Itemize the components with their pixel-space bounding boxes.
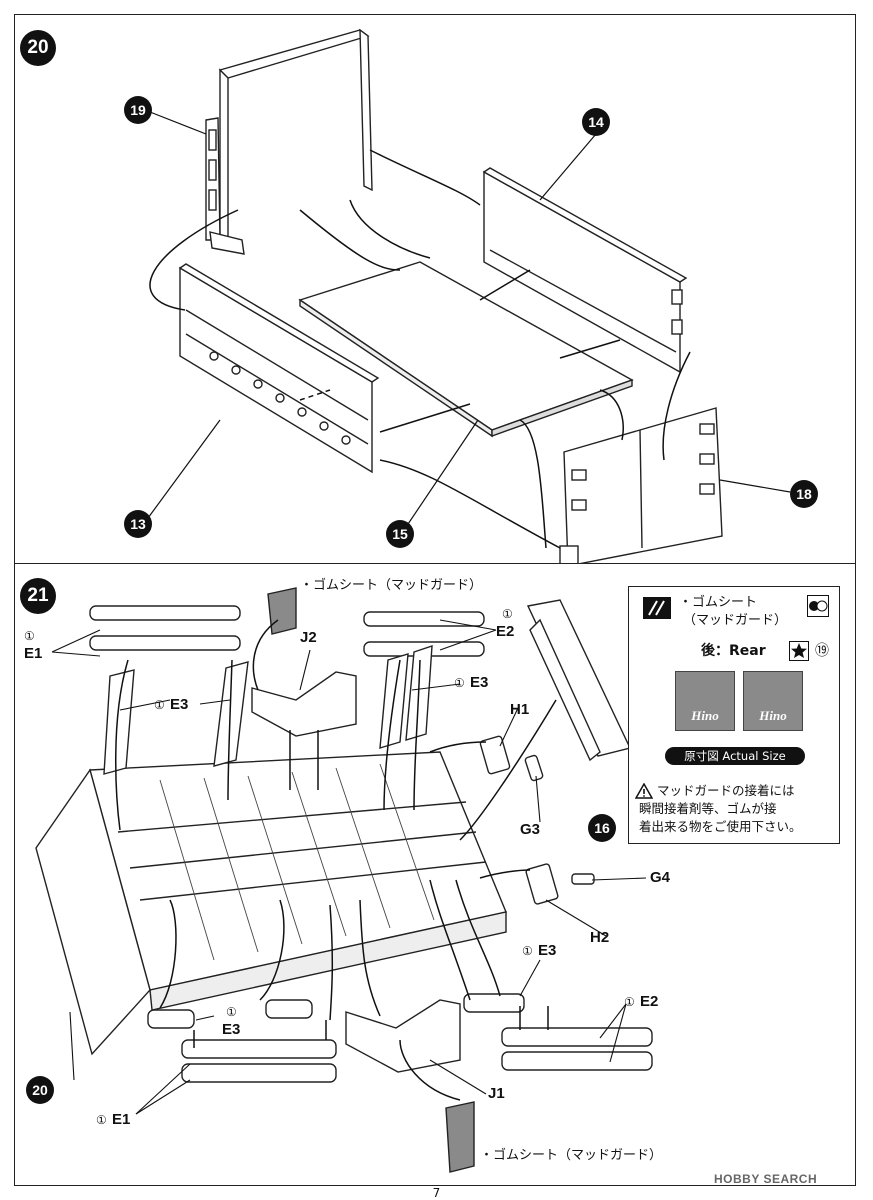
e3-right-qty: ① [454,676,465,690]
warning-line2: 瞬間接着剤等、ゴムが接 [639,801,777,816]
star-icon [789,641,809,661]
part-callout-19: 19 [124,96,152,124]
decal-right: Hino [743,671,803,731]
rubber-sheet-label-top: ・ゴムシート（マッドガード） [300,578,483,593]
mudguard-j2 [251,671,357,737]
e1-top-label: E1 [24,645,43,662]
page-number: 7 [432,1186,441,1200]
info-title-line2: （マッドガード） [683,613,788,628]
part-callout-15: 15 [386,520,414,548]
truck-bed-underside [89,751,507,991]
warning-icon [635,783,653,799]
page-frame [14,14,856,1186]
actual-size-badge: 原寸図 Actual Size [665,747,805,765]
e1-bottom-qty: ① [96,1113,107,1127]
warning-line1: マッドガードの接着には [657,783,795,798]
e2-top-label: E2 [496,623,515,640]
step20-drawing [147,28,791,563]
e3-right-label: E3 [470,674,489,691]
paint-marker-icon [807,595,829,617]
mudguard-info-box: ・ゴムシート （マッドガード） 後：Rear ⑲ Hino Hino 原寸図 A… [628,586,840,844]
bulkhead-panel [218,29,370,79]
part-callout-14: 14 [582,108,610,136]
g3-label: G3 [520,821,541,838]
j1-label: J1 [488,1085,505,1102]
mudguard-j1 [345,999,461,1073]
j2-label: J2 [300,629,317,646]
e1-bottom-label: E1 [112,1111,131,1128]
h1-label: H1 [510,701,530,718]
decal-left: Hino [675,671,735,731]
e3-left-qty: ① [154,698,165,712]
part-callout-18: 18 [790,480,818,508]
e3-bottom-right-label: E3 [538,942,557,959]
e2-top-qty: ① [502,607,513,621]
part-callout-20: 20 [26,1076,54,1104]
g4-label: G4 [650,869,671,886]
e2-bottom-label: E2 [640,993,659,1010]
star-ref: ⑲ [815,643,829,659]
rubber-sheet-label-bottom: ・ゴムシート（マッドガード） [480,1148,663,1163]
e3-bottom-left-qty: ① [226,1005,237,1019]
step20-number: 20 [20,30,56,66]
decal-text-right: Hino [759,708,787,723]
rubber-sheet-icon [643,597,671,619]
h2-label: H2 [590,929,610,946]
step21-number: 21 [20,578,56,614]
step21-drawing [35,587,653,1173]
decal-text-left: Hino [691,708,719,723]
e1-top-qty: ① [24,629,35,643]
e3-left-label: E3 [170,696,189,713]
step-divider [14,563,856,564]
watermark: HOBBY SEARCH [714,1172,818,1186]
e3-bottom-right-qty: ① [522,944,533,958]
e3-bottom-left-label: E3 [222,1021,241,1038]
part-callout-13: 13 [124,510,152,538]
info-title-line1: ・ゴムシート [679,595,758,610]
warning-line3: 着出来る物をご使用下さい。 [639,819,802,834]
part-callout-16: 16 [588,814,616,842]
rear-label: 後：Rear [701,643,766,659]
e2-bottom-qty: ① [624,995,635,1009]
rear-gate [563,407,723,563]
